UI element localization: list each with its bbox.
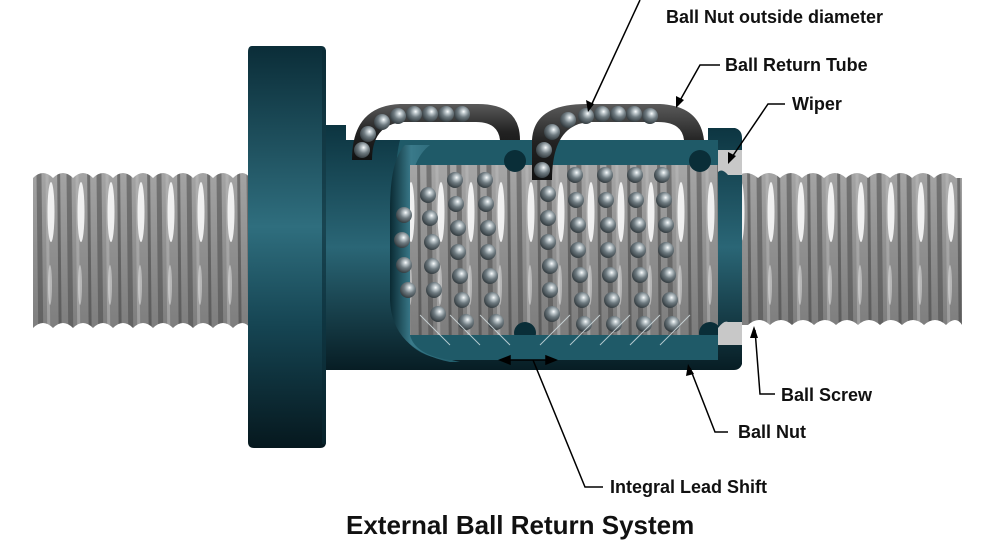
ball-screw-right xyxy=(735,173,962,325)
lead-shift-arrow xyxy=(497,354,559,366)
label-integral-lead-shift: Integral Lead Shift xyxy=(610,477,768,497)
wiper xyxy=(718,150,742,345)
balls-in-raceway xyxy=(394,167,680,332)
label-ball-screw: Ball Screw xyxy=(781,385,873,405)
diagram-title: External Ball Return System xyxy=(346,510,695,540)
contact-angle-lines xyxy=(419,314,691,346)
label-ball-return-tube: Ball Return Tube xyxy=(725,55,868,75)
label-ball-nut-outside-diameter: Ball Nut outside diameter xyxy=(666,7,884,27)
ball-screw-diagram xyxy=(33,0,962,488)
ball-nut-flange xyxy=(248,46,326,448)
leader-lines xyxy=(532,0,785,488)
label-wiper: Wiper xyxy=(792,94,842,114)
label-ball-nut: Ball Nut xyxy=(738,422,807,442)
balls-in-return-tubes xyxy=(354,106,658,178)
leader-arrowheads xyxy=(586,96,758,376)
ball-screw-left xyxy=(33,173,250,328)
